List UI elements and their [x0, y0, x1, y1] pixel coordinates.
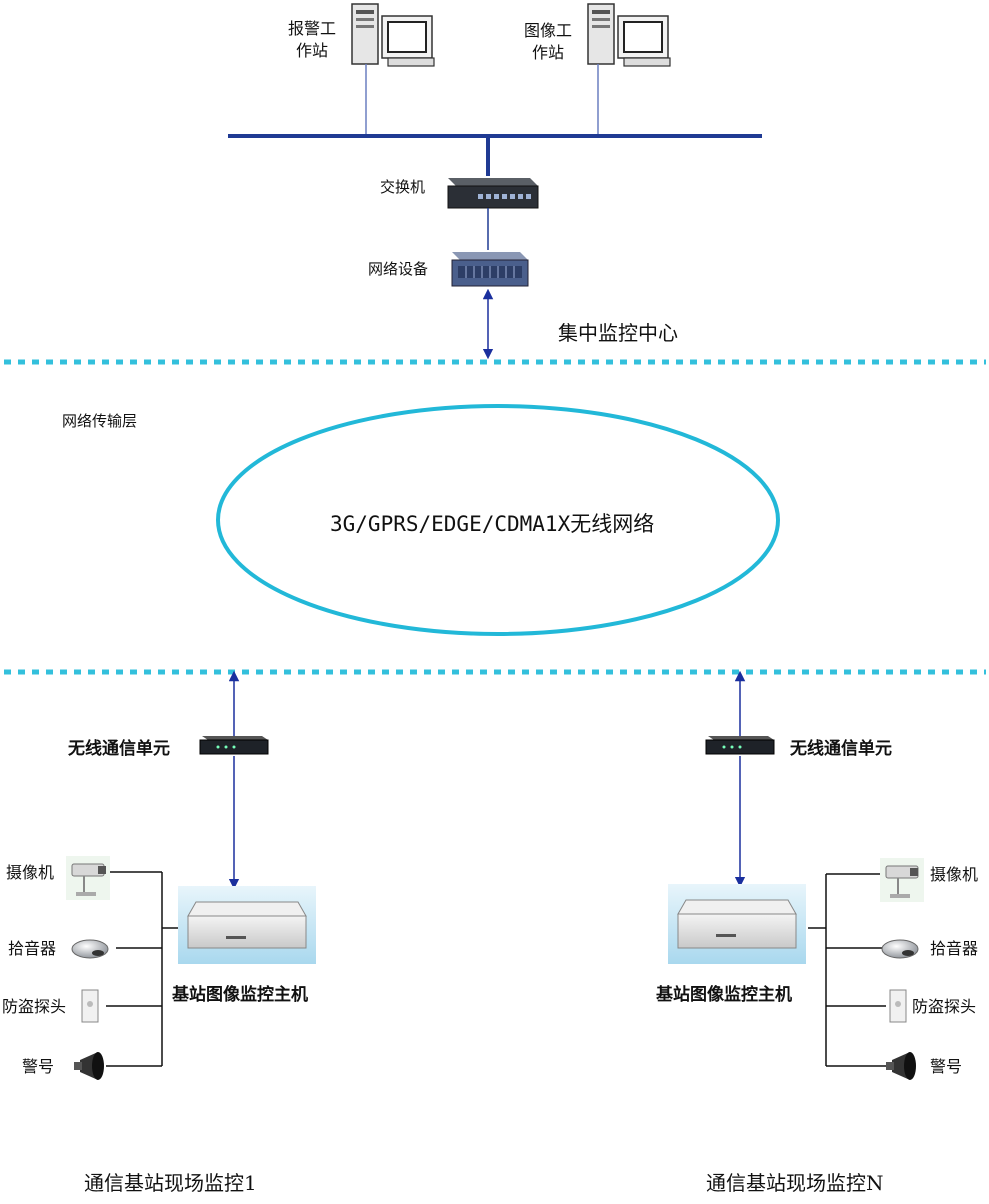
left-microphone-label: 拾音器 [8, 939, 57, 958]
network-transport-layer-label: 网络传输层 [62, 412, 138, 430]
image-workstation-label: 图像工 作站 [518, 20, 578, 64]
right-siren-icon [886, 1052, 916, 1080]
left-camera-icon [66, 856, 110, 900]
switch-label: 交换机 [380, 178, 426, 196]
left-camera-label: 摄像机 [6, 863, 55, 882]
alarm-workstation-label: 报警工 作站 [282, 18, 342, 62]
left-device-bracket [106, 871, 178, 1067]
right-host-icon [668, 884, 806, 964]
right-camera-icon [880, 858, 924, 902]
left-detector-icon [81, 989, 99, 1023]
right-device-bracket [808, 873, 886, 1067]
left-wireless-unit-label: 无线通信单元 [68, 739, 170, 759]
left-site-label: 通信基站现场监控1 [84, 1171, 257, 1195]
left-siren-label: 警号 [22, 1057, 55, 1076]
right-site-label: 通信基站现场监控N [706, 1171, 884, 1195]
right-siren-label: 警号 [930, 1057, 963, 1076]
image-workstation-label-line1: 图像工 [523, 21, 572, 40]
left-host-icon [178, 886, 316, 964]
alarm-workstation-icon [351, 3, 435, 67]
right-microphone-label: 拾音器 [930, 939, 979, 958]
left-wireless-unit-icon [199, 736, 269, 755]
right-wireless-unit-label: 无线通信单元 [790, 739, 892, 759]
alarm-workstation-label-line1: 报警工 [287, 19, 336, 38]
wireless-network-ellipse [216, 404, 780, 636]
wireless-network-label: 3G/GPRS/EDGE/CDMA1X无线网络 [330, 512, 655, 536]
right-camera-label: 摄像机 [930, 865, 979, 884]
network-device-icon [451, 252, 529, 287]
image-workstation-label-line2: 作站 [531, 43, 564, 62]
right-detector-icon [889, 989, 907, 1023]
left-host-label: 基站图像监控主机 [172, 985, 308, 1005]
right-wireless-unit-icon [705, 736, 775, 755]
left-microphone-icon [71, 939, 109, 959]
image-workstation-icon [587, 3, 671, 67]
right-microphone-icon [881, 939, 919, 959]
alarm-workstation-label-line2: 作站 [295, 41, 328, 60]
switch-icon [447, 178, 539, 209]
right-host-label: 基站图像监控主机 [656, 985, 792, 1005]
network-device-label: 网络设备 [368, 260, 429, 278]
left-detector-label: 防盗探头 [2, 997, 67, 1016]
left-siren-icon [74, 1052, 104, 1080]
right-detector-label: 防盗探头 [912, 997, 977, 1016]
monitoring-center-label: 集中监控中心 [558, 321, 678, 345]
